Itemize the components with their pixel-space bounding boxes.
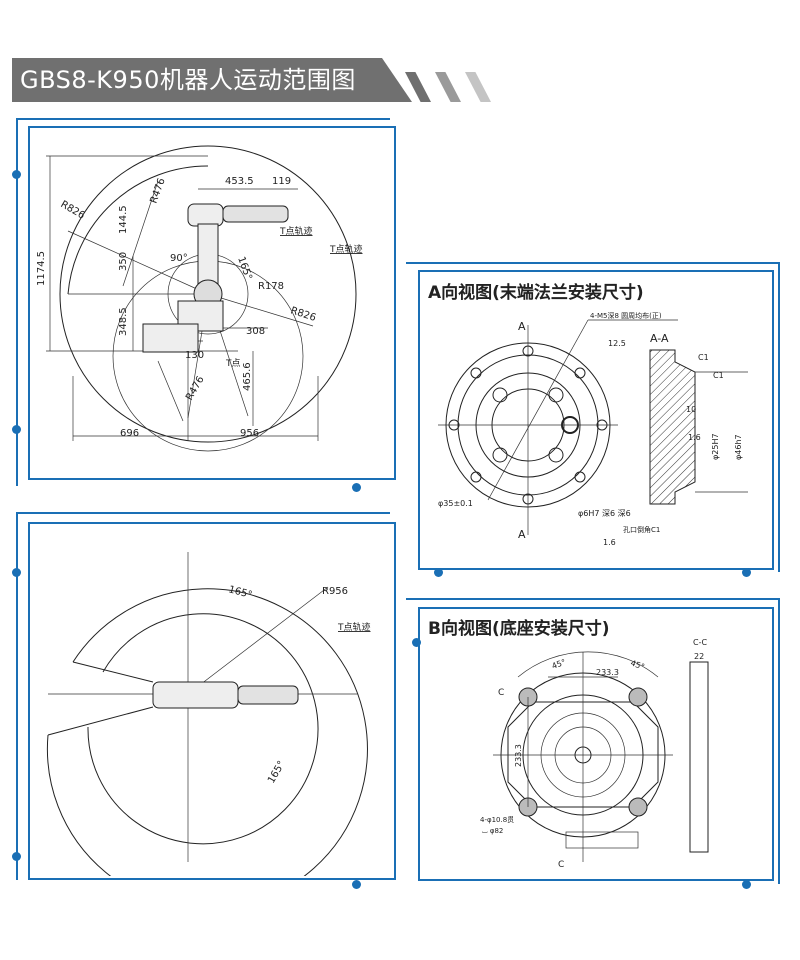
dim-label: R826: [289, 305, 317, 324]
dim-label: C1: [713, 371, 724, 380]
dim-label: T点: [225, 358, 241, 369]
dim-label: 348.5: [118, 307, 129, 336]
title-banner: [12, 58, 412, 102]
section-label: C: [558, 860, 564, 870]
dim-label: 1.6: [688, 433, 701, 442]
panel-title: B向视图(底座安装尺寸): [428, 618, 610, 639]
dim-label: 453.5: [225, 176, 254, 187]
dim-label: 165°: [266, 759, 288, 785]
dim-label: 10: [686, 405, 696, 414]
panel-frame: [16, 512, 390, 880]
decor-stripe: [435, 72, 461, 102]
dim-label: 4-M5深8 圆周均布(正): [590, 311, 662, 320]
frame-dot: [742, 880, 751, 889]
dim-label: 165°: [235, 255, 254, 281]
dim-label: φ25H7: [711, 433, 720, 460]
frame-dot: [12, 170, 21, 179]
dim-label: 90°: [170, 253, 188, 264]
panel-border: [418, 607, 774, 881]
dim-label: R178: [258, 281, 284, 292]
dim-label: 12.5: [608, 339, 626, 348]
section-label: C: [498, 688, 504, 698]
dim-label: 孔口倒角C1: [623, 525, 660, 534]
dim-label: 465.6: [242, 362, 253, 391]
dim-label: 233.3: [514, 744, 523, 767]
dim-label: T点轨迹: [329, 243, 363, 255]
frame-dot: [434, 568, 443, 577]
top-view-drawing: 165° R956 T点轨迹 165°: [46, 552, 371, 876]
frame-dot: [742, 568, 751, 577]
dim-label: C1: [698, 353, 709, 362]
view-a-drawing: A向视图(末端法兰安装尺寸) A A 4-M5深8 圆周均布(正) 12.5 A…: [428, 282, 748, 547]
page-title: GBS8-K950机器人运动范围图: [20, 66, 356, 94]
panel-border: [28, 126, 396, 480]
dim-label: 22: [694, 652, 704, 661]
frame-dot: [352, 483, 361, 492]
dim-label: R476: [184, 374, 207, 402]
section-label: A-A: [650, 332, 669, 345]
dim-label: R476: [148, 177, 167, 205]
dim-label: 130: [185, 350, 204, 361]
panel-frame: [16, 118, 390, 486]
dim-label: 144.5: [118, 205, 129, 234]
dim-label: 956: [240, 428, 259, 439]
dim-label: 165°: [227, 584, 253, 601]
panel-frame: [406, 598, 780, 884]
dim-label: φ6H7 深6 深6: [578, 509, 631, 518]
dim-label: 119: [272, 176, 291, 187]
panel-title: A向视图(末端法兰安装尺寸): [428, 282, 644, 303]
dim-label: R826: [59, 199, 87, 222]
view-b-drawing: B向视图(底座安装尺寸) C-C 22 45° 45° 233.3 233.3 …: [428, 618, 709, 870]
section-label: A: [518, 528, 526, 541]
side-view-drawing: 453.5 119 R476 R826 144.5 350 1174.5 90°…: [36, 145, 363, 452]
dim-label: 350: [118, 252, 129, 271]
panel-border: [418, 270, 774, 570]
dim-label: 1.6: [603, 538, 616, 547]
frame-dot: [412, 638, 421, 647]
panel-border: [28, 522, 396, 880]
dim-label: R956: [322, 586, 348, 597]
dim-label: ⌴ φ82: [482, 827, 503, 835]
dim-label: 4-φ10.8贯: [480, 816, 514, 824]
dim-label: 696: [120, 428, 139, 439]
section-label: A: [518, 320, 526, 333]
dim-label: φ35±0.1: [438, 499, 473, 508]
dim-label: 45°: [551, 658, 567, 671]
frame-dot: [12, 852, 21, 861]
frame-dot: [352, 880, 361, 889]
dim-label: T点轨迹: [279, 225, 313, 237]
frame-dot: [12, 568, 21, 577]
section-label: C-C: [693, 638, 707, 647]
panel-frame: [406, 262, 780, 572]
frame-dot: [12, 425, 21, 434]
dim-label: φ46h7: [734, 434, 743, 460]
dim-label: 45°: [629, 658, 645, 671]
dim-label: 308: [246, 326, 265, 337]
dim-label: T点轨迹: [337, 621, 371, 633]
decor-stripe: [465, 72, 491, 102]
dim-label: 233.3: [596, 668, 619, 677]
dim-label: 1174.5: [36, 251, 47, 286]
